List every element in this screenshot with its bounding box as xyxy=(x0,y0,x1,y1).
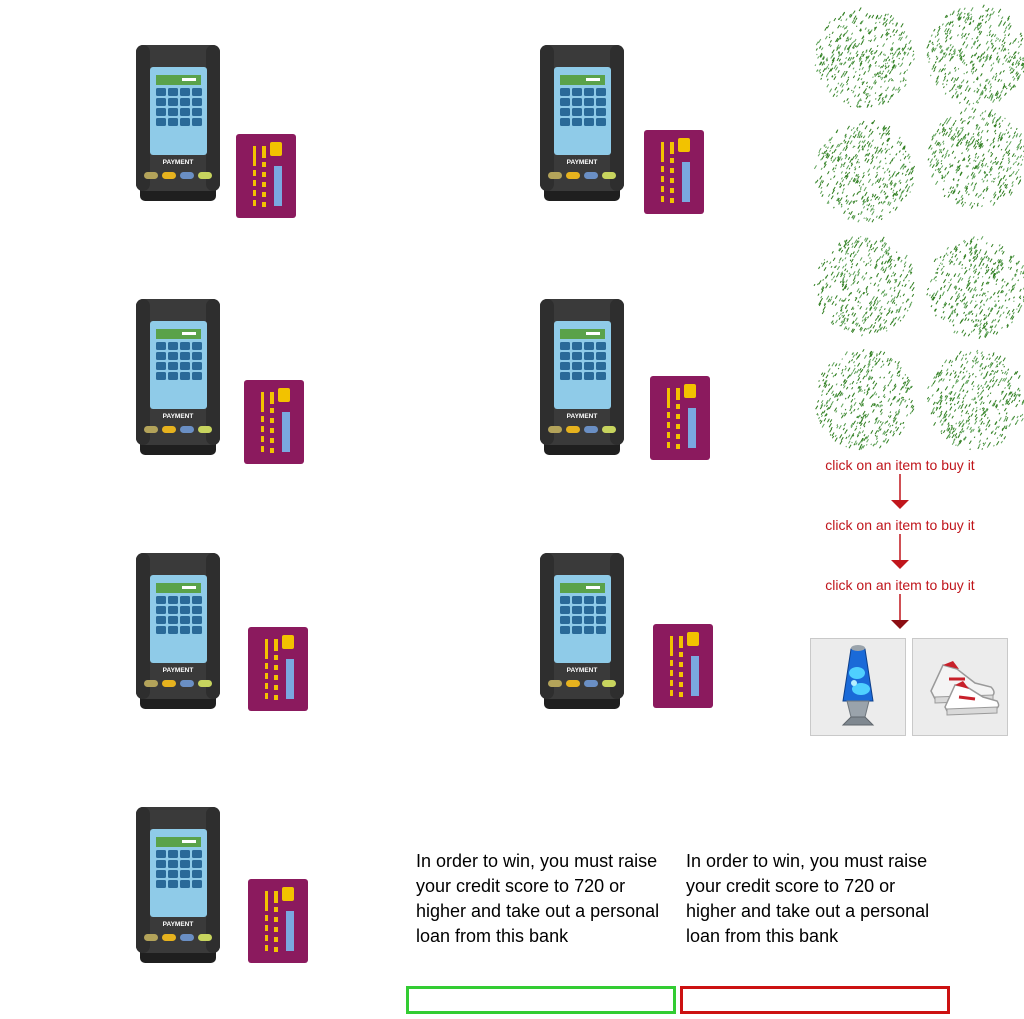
credit-card-icon[interactable] xyxy=(653,624,713,708)
tree-icon xyxy=(810,346,918,461)
goal-text-right: In order to win, you must raise your cre… xyxy=(686,851,930,946)
payment-terminal-icon[interactable]: PAYMENT xyxy=(136,807,220,965)
down-arrow-icon xyxy=(891,594,909,629)
tree-icon xyxy=(922,104,1024,219)
tree-icon xyxy=(922,346,1024,461)
payment-label: PAYMENT xyxy=(163,413,194,420)
payment-label: PAYMENT xyxy=(163,667,194,674)
payment-label: PAYMENT xyxy=(567,667,598,674)
payment-label: PAYMENT xyxy=(567,413,598,420)
sneakers-icon xyxy=(930,661,1000,716)
credit-card-icon[interactable] xyxy=(248,879,308,963)
payment-terminal-icon[interactable]: PAYMENT xyxy=(540,299,624,457)
payment-terminal-icon[interactable]: PAYMENT xyxy=(136,299,220,457)
payment-label: PAYMENT xyxy=(163,921,194,928)
payment-label: PAYMENT xyxy=(567,159,598,166)
shop-hint: click on an item to buy it xyxy=(825,577,975,593)
shop-hint: click on an item to buy it xyxy=(825,457,975,473)
tree-icon xyxy=(810,4,918,119)
shop-item-sneakers[interactable] xyxy=(912,638,1008,736)
payment-label: PAYMENT xyxy=(163,159,194,166)
credit-card-icon[interactable] xyxy=(644,130,704,214)
down-arrow-icon xyxy=(891,534,909,569)
payment-terminal-icon[interactable]: PAYMENT xyxy=(540,45,624,203)
payment-terminal-icon[interactable]: PAYMENT xyxy=(540,553,624,711)
credit-card-icon[interactable] xyxy=(244,380,304,464)
tree-icon xyxy=(810,232,918,347)
tree-icon xyxy=(810,118,918,233)
down-arrow-icon xyxy=(891,474,909,509)
win-progress-bar xyxy=(406,986,676,1014)
goal-text-left: In order to win, you must raise your cre… xyxy=(416,851,660,946)
tree-icon xyxy=(922,2,1024,117)
credit-card-icon[interactable] xyxy=(248,627,308,711)
credit-card-icon[interactable] xyxy=(236,134,296,218)
lava-lamp-icon xyxy=(841,645,875,726)
shop-item-lava-lamp[interactable] xyxy=(810,638,906,736)
lose-progress-bar xyxy=(680,986,950,1014)
shop-hint: click on an item to buy it xyxy=(825,517,975,533)
payment-terminal-icon[interactable]: PAYMENT xyxy=(136,553,220,711)
tree-icon xyxy=(922,234,1024,349)
credit-card-icon[interactable] xyxy=(650,376,710,460)
payment-terminal-icon[interactable]: PAYMENT xyxy=(136,45,220,203)
